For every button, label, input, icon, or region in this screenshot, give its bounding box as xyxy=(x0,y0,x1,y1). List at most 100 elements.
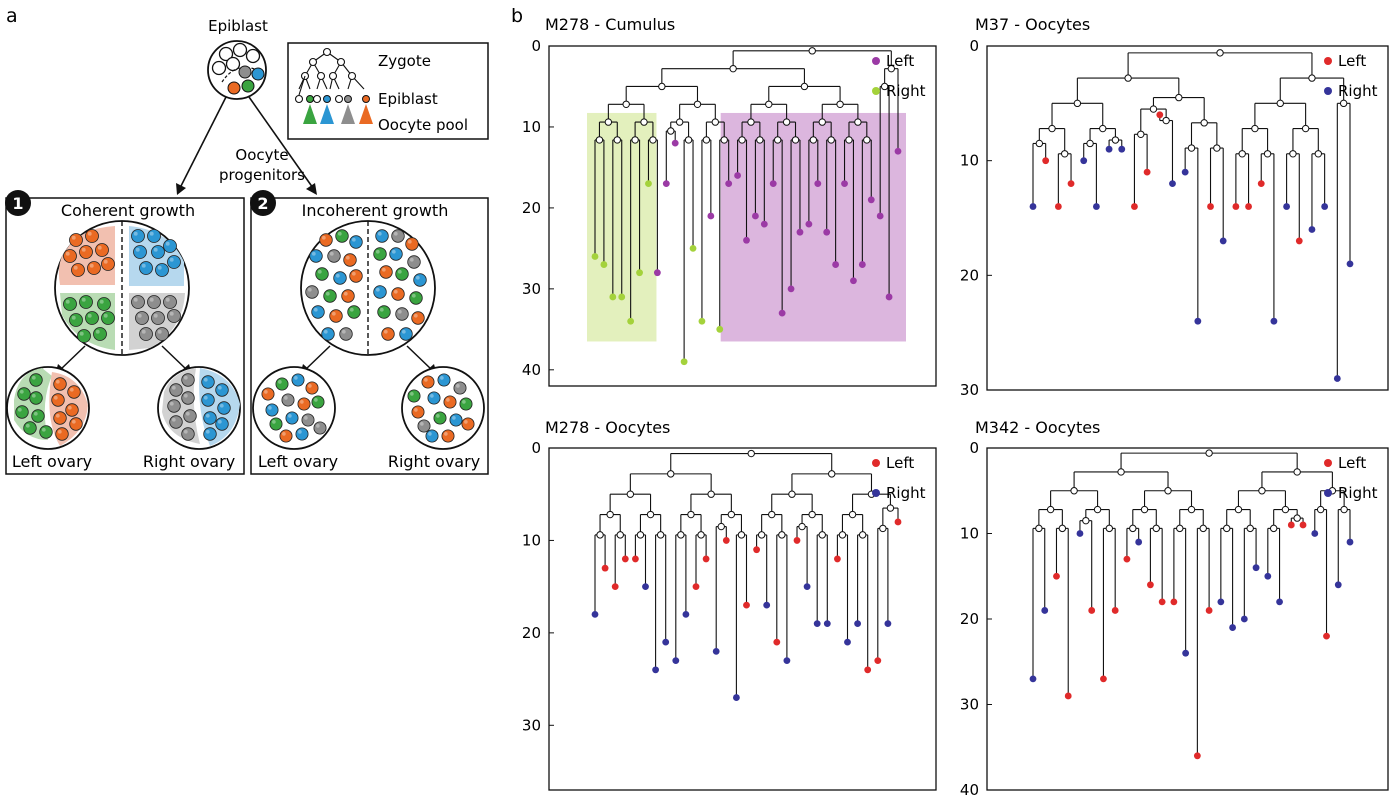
leaf-left xyxy=(814,180,822,188)
cell-ball xyxy=(147,229,161,243)
tree-node xyxy=(727,510,736,519)
leaf-left xyxy=(1299,521,1307,529)
leaf-right xyxy=(712,647,720,655)
leaf-left xyxy=(796,228,804,236)
cell-ball xyxy=(427,391,441,405)
tree-node xyxy=(880,82,889,91)
leaf-right xyxy=(783,657,791,664)
tree-node xyxy=(1276,99,1284,108)
cell-ball xyxy=(151,311,165,325)
tree-node xyxy=(595,136,604,144)
tree-node xyxy=(649,136,657,144)
cell-ball xyxy=(97,297,111,311)
dendrogram-title: M37 - Oocytes xyxy=(975,15,1090,34)
tree-node xyxy=(788,490,796,498)
cell-ball xyxy=(407,255,421,269)
leaf-right xyxy=(627,317,635,325)
tree-node xyxy=(1164,487,1172,495)
legend-marker xyxy=(872,459,880,467)
panel-label-a: a xyxy=(6,5,18,27)
tree-node xyxy=(626,490,635,498)
tree-node xyxy=(1046,505,1055,514)
tree-node xyxy=(720,136,728,144)
cell-ball xyxy=(407,389,421,403)
tree-node xyxy=(646,510,655,519)
leaf-right xyxy=(1135,538,1143,546)
tree-node xyxy=(677,531,685,539)
leaf-left xyxy=(1054,203,1062,210)
tree-node xyxy=(1149,105,1158,113)
leaf-right xyxy=(1182,649,1190,657)
tree-node xyxy=(1205,449,1213,457)
leaf-left xyxy=(1131,203,1138,210)
leaf-right xyxy=(1334,581,1342,589)
tree-node xyxy=(858,531,867,539)
tree-node xyxy=(1340,505,1348,514)
cell-ball xyxy=(167,255,181,269)
scenario-coherent-growth: 1 Coherent growth Left ovary Right ovary xyxy=(5,190,245,475)
leaf-right xyxy=(1346,260,1354,268)
cell-ball xyxy=(51,393,65,407)
leaf-right xyxy=(618,293,626,301)
dendrogram-title: M342 - Oocytes xyxy=(975,418,1100,437)
leaf-left xyxy=(864,666,872,674)
cell-ball xyxy=(167,309,181,323)
tree-node xyxy=(879,524,887,533)
leaf-left xyxy=(874,657,882,664)
leaf-right xyxy=(1252,564,1260,572)
tree-node xyxy=(845,136,853,144)
cell-ball xyxy=(379,265,393,279)
y-tick-label: 0 xyxy=(969,439,979,457)
legend-marker xyxy=(872,87,880,95)
progenitors-label-line2: progenitors xyxy=(219,166,305,184)
leaf-right xyxy=(1169,180,1176,188)
panel-label-b: b xyxy=(511,5,523,27)
tree-node xyxy=(1175,93,1183,102)
plot-frame xyxy=(548,45,937,387)
tree-node xyxy=(1314,150,1323,158)
cell-ball xyxy=(409,291,423,305)
tree-node xyxy=(702,136,711,144)
cell-ball xyxy=(341,289,355,303)
tree-node xyxy=(800,82,809,91)
legend-label: Left xyxy=(1338,454,1366,472)
tree-node xyxy=(1246,524,1254,533)
cell-ball xyxy=(183,409,197,423)
cell-ball xyxy=(203,427,217,441)
leaf-right xyxy=(854,620,861,628)
tree-node xyxy=(1269,524,1278,533)
cell-ball xyxy=(339,327,353,341)
legend-label: Right xyxy=(886,484,926,502)
leaf-right xyxy=(1321,203,1329,210)
coherent-left-ovary-cells xyxy=(15,373,83,441)
cell-ball xyxy=(133,245,147,259)
tree-node xyxy=(1176,524,1184,533)
cell-ball xyxy=(29,373,43,387)
tree-node xyxy=(757,531,766,539)
epiblast-cell-cluster xyxy=(207,40,267,100)
tree-node xyxy=(1301,124,1310,133)
scenario1-right-ovary: Right ovary xyxy=(143,452,235,471)
leaf-left xyxy=(702,555,710,563)
leaf-right xyxy=(1217,598,1225,606)
cell-ball xyxy=(79,295,93,309)
leaf-right xyxy=(636,269,643,277)
tree-node xyxy=(1316,505,1325,514)
leaf-left xyxy=(876,212,884,220)
cell-ball xyxy=(319,233,333,247)
tree-node xyxy=(1289,150,1297,158)
leaf-left xyxy=(787,285,795,293)
cell-ball xyxy=(329,309,343,323)
cell-ball xyxy=(377,305,391,319)
leaf-right xyxy=(609,293,617,301)
cell-ball xyxy=(85,311,99,325)
leaf-right xyxy=(1308,226,1316,233)
epiblast-title: Epiblast xyxy=(208,17,268,35)
cell-ball xyxy=(295,427,309,441)
scenario2-left-ovary: Left ovary xyxy=(258,452,338,471)
leaf-right xyxy=(1181,168,1189,176)
tree-node xyxy=(887,64,896,73)
leaf-left xyxy=(894,518,902,526)
left-cluster-highlight xyxy=(720,112,906,342)
cell-ball xyxy=(87,261,101,275)
